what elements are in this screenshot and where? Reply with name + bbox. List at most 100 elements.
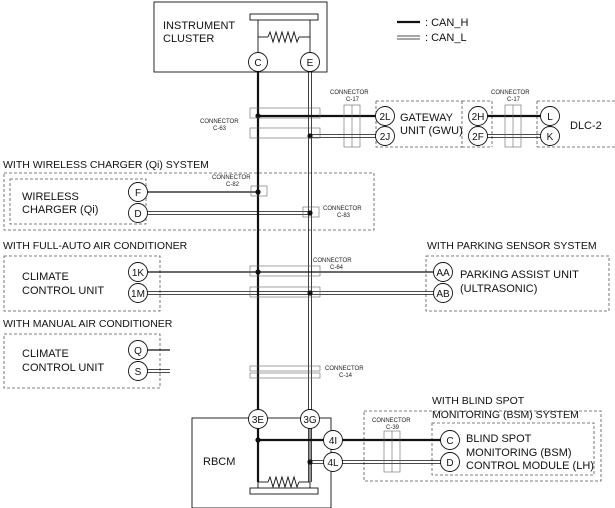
connector-c64-label-1: CONNECTOR: [313, 258, 352, 264]
connector-c17b-label-2: C-17: [507, 97, 521, 103]
pin-ic-c: C: [248, 52, 268, 72]
pin-gw-2f: 2F: [468, 126, 488, 146]
climate-manual-label-2: CONTROL UNIT: [22, 362, 104, 374]
bsm-label-1: BLIND SPOT: [466, 433, 532, 445]
svg-text:AA: AA: [436, 268, 450, 279]
pin-cc-1k: 1K: [128, 262, 148, 282]
splice-dots: [255, 113, 313, 465]
manual-section-heading: WITH MANUAL AIR CONDITIONER: [3, 318, 173, 330]
connector-c17b-label-1: CONNECTOR: [491, 90, 530, 96]
connector-c63-label-1: CONNECTOR: [200, 119, 239, 125]
connector-c17a-label-1: CONNECTOR: [330, 90, 369, 96]
climate-manual-box: [3, 333, 161, 389]
wireless-charger-box: [9, 178, 147, 225]
pin-gw-2j: 2J: [375, 126, 395, 146]
dlc-box: [536, 100, 615, 148]
pin-dlc-l: L: [540, 106, 560, 126]
pin-rb-4i: 4I: [323, 430, 343, 450]
legend: : CAN_H : CAN_L: [397, 17, 468, 44]
connector-c82-label-1: CONNECTOR: [212, 175, 251, 181]
svg-text:4I: 4I: [329, 436, 337, 447]
svg-text:C: C: [446, 436, 453, 447]
connector-c14-label-2: C-14: [339, 373, 353, 379]
svg-text:Q: Q: [134, 346, 142, 357]
svg-text:S: S: [135, 367, 142, 378]
connector-c17a-label-2: C-17: [346, 97, 360, 103]
parking-assist-label-2: (ULTRASONIC): [460, 283, 537, 295]
svg-text:2L: 2L: [379, 112, 391, 123]
parking-assist-box: [425, 255, 610, 312]
bsm-section-heading-1: WITH BLIND SPOT: [432, 395, 525, 407]
wireless-section-box: [3, 172, 375, 231]
pin-bsm-c: C: [440, 430, 460, 450]
connector-c39-label-2: C-39: [386, 425, 400, 431]
pin-pa-ab: AB: [433, 283, 453, 303]
pin-cc-1m: 1M: [128, 283, 148, 303]
pin-pa-aa: AA: [433, 262, 453, 282]
pin-gw-2l: 2L: [375, 106, 395, 126]
svg-text:AB: AB: [436, 289, 450, 300]
svg-text:D: D: [446, 458, 453, 469]
connector-c82-label-2: C-82: [226, 182, 240, 188]
svg-text:E: E: [307, 58, 314, 69]
climate-auto-label-1: CLIMATE: [22, 271, 69, 283]
connector-c14-label-1: CONNECTOR: [325, 366, 364, 372]
pin-rb-3g: 3G: [300, 409, 320, 429]
parking-section-heading: WITH PARKING SENSOR SYSTEM: [427, 240, 597, 252]
instrument-cluster-label-2: CLUSTER: [163, 33, 214, 45]
rbcm-label: RBCM: [203, 456, 235, 468]
svg-text:D: D: [134, 209, 141, 220]
dlc-label: DLC-2: [570, 120, 602, 132]
gateway-label-1: GATEWAY: [400, 112, 454, 124]
bsm-module-box: [431, 422, 595, 476]
legend-can-h-label: : CAN_H: [425, 17, 468, 29]
connector-c64-label-2: C-64: [330, 265, 344, 271]
pin-mc-s: S: [128, 361, 148, 381]
gateway-box-right: [461, 100, 493, 148]
bsm-section-heading-2: MONITORING (BSM) SYSTEM: [432, 409, 579, 421]
bsm-label-2: MONITORING (BSM): [466, 447, 572, 459]
pin-mc-q: Q: [128, 340, 148, 360]
climate-auto-label-2: CONTROL UNIT: [22, 285, 104, 297]
wireless-charger-label-2: CHARGER (Qi): [22, 204, 98, 216]
svg-text:4L: 4L: [327, 458, 339, 469]
bsm-label-3: CONTROL MODULE (LH): [466, 460, 594, 472]
pin-bsm-d: D: [440, 452, 460, 472]
svg-text:K: K: [547, 132, 554, 143]
svg-text:1K: 1K: [132, 268, 145, 279]
svg-text:2H: 2H: [472, 112, 485, 123]
svg-text:L: L: [547, 112, 553, 123]
svg-text:F: F: [135, 188, 141, 199]
pin-wc-d: D: [128, 203, 148, 223]
pin-wc-f: F: [128, 182, 148, 202]
connector-c83-label-1: CONNECTOR: [323, 206, 362, 212]
wireless-section-heading: WITH WIRELESS CHARGER (Qi) SYSTEM: [3, 159, 209, 171]
climate-auto-box: [3, 255, 161, 312]
legend-can-l-label: : CAN_L: [425, 32, 467, 44]
svg-text:C: C: [254, 58, 261, 69]
svg-text:1M: 1M: [131, 289, 145, 300]
connector-blocks: [249, 104, 522, 473]
pin-rb-4l: 4L: [323, 452, 343, 472]
wireless-charger-label-1: WIRELESS: [22, 191, 79, 203]
pin-dlc-k: K: [540, 126, 560, 146]
pin-gw-2h: 2H: [468, 106, 488, 126]
climate-manual-label-1: CLIMATE: [22, 348, 69, 360]
bsm-section-box: [363, 410, 602, 482]
svg-text:3G: 3G: [303, 415, 317, 426]
parking-assist-label-1: PARKING ASSIST UNIT: [460, 269, 579, 281]
connector-c39-label-1: CONNECTOR: [372, 418, 411, 424]
svg-text:3E: 3E: [252, 415, 265, 426]
svg-text:2F: 2F: [472, 132, 484, 143]
gateway-label-2: UNIT (GWU): [400, 125, 463, 137]
pin-rb-3e: 3E: [248, 409, 268, 429]
pin-ic-e: E: [300, 52, 320, 72]
connector-c63-label-2: C-63: [213, 126, 227, 132]
instrument-cluster-label-1: INSTRUMENT: [163, 20, 235, 32]
svg-text:2J: 2J: [380, 132, 391, 143]
connector-c83-label-2: C-83: [337, 213, 351, 219]
instrument-cluster-box: [153, 1, 328, 73]
full-auto-section-heading: WITH FULL-AUTO AIR CONDITIONER: [3, 240, 188, 252]
ic-terminator: [249, 13, 319, 53]
